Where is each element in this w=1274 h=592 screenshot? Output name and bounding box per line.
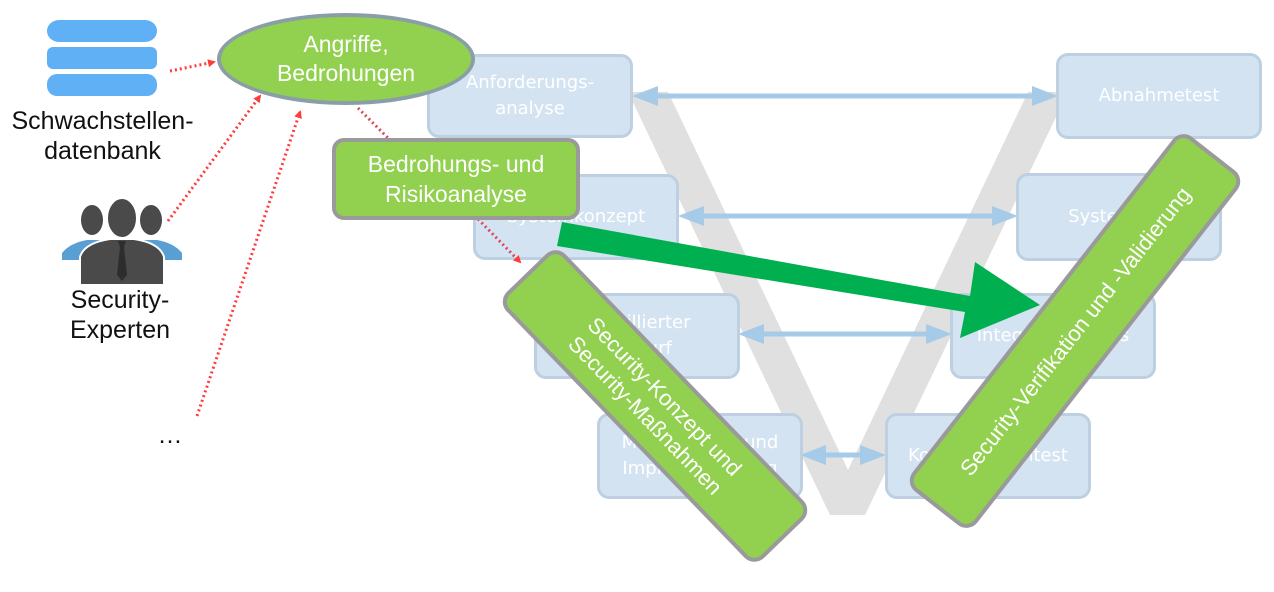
dotted-arrow-analysis-to-concept <box>476 217 522 264</box>
v-box-label: Anforderungs- <box>465 72 595 93</box>
database-icon <box>47 18 157 98</box>
label-line: Experten <box>69 316 171 344</box>
dotted-arrow-database <box>169 59 216 73</box>
v-box-label: Abnahmetest <box>1098 85 1220 106</box>
v-shape <box>628 92 1068 515</box>
v-box-abnahmetest: Abnahmetest <box>1056 53 1262 139</box>
box-label: Risikoanalyse <box>385 181 527 207</box>
green-flow-arrow <box>557 222 1040 338</box>
label-line: datenbank <box>44 137 161 165</box>
label-line: Schwachstellen- <box>11 107 194 135</box>
node-label: Bedrohungen <box>276 60 416 86</box>
label-line: Security- <box>70 286 170 314</box>
arrow-entwurf-integration <box>738 324 952 344</box>
arrow-implementierung-komponententest <box>800 445 886 465</box>
dotted-arrow-threats-to-analysis <box>356 106 392 142</box>
dotted-arrow-experts <box>166 94 262 222</box>
node-label: Angriffe, <box>303 31 389 57</box>
dotted-arrow-other <box>195 110 302 417</box>
arrow-systemkonzept-systemtest <box>678 206 1018 226</box>
arrow-anforderung-abnahme <box>632 86 1058 106</box>
box-label: Bedrohungs- und <box>367 151 545 177</box>
threats-node: Angriffe, Bedrohungen <box>217 13 475 105</box>
more-sources-ellipsis: … <box>157 421 183 449</box>
database-label: Schwachstellen- datenbank <box>0 106 205 166</box>
people-group-icon <box>62 195 182 286</box>
v-box-label: analyse <box>495 98 565 119</box>
experts-label: Security- Experten <box>30 285 210 345</box>
